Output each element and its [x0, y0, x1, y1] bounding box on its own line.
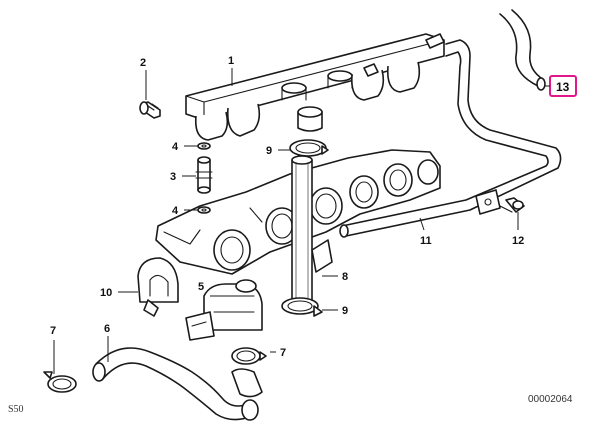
callout-5: 5: [198, 281, 204, 293]
callout-9-bottom: 9: [342, 305, 348, 317]
callout-13: 13: [556, 80, 570, 94]
connector-part-3[interactable]: [195, 156, 213, 194]
screw-part-12[interactable]: [499, 197, 525, 213]
bracket-part-10[interactable]: [137, 257, 179, 317]
callout-9-top: 9: [266, 145, 272, 157]
callout-4-bottom: 4: [172, 205, 179, 217]
model-code: S50: [8, 404, 24, 415]
hose-part-13[interactable]: [499, 9, 546, 91]
callout-1: 1: [228, 55, 234, 67]
callout-8: 8: [342, 271, 348, 283]
diagram-number: 00002064: [528, 394, 573, 405]
fuel-rail[interactable]: [185, 33, 445, 141]
screw-part-2[interactable]: [139, 101, 161, 119]
seal-part-4-top[interactable]: [197, 142, 211, 150]
callout-4-top: 4: [172, 141, 179, 153]
leader-lines: [53, 68, 519, 374]
clamp-part-9-bottom[interactable]: [281, 297, 323, 317]
callout-10: 10: [100, 287, 112, 299]
callout-2: 2: [140, 57, 146, 69]
callout-7-right: 7: [280, 347, 286, 359]
callout-3: 3: [170, 171, 176, 183]
hose-part-6[interactable]: [92, 347, 263, 421]
seal-part-4-bottom[interactable]: [197, 206, 211, 214]
callout-6: 6: [104, 323, 110, 335]
clamp-part-9-top[interactable]: [289, 139, 329, 157]
callout-7-left: 7: [50, 325, 56, 337]
clamp-part-7-left[interactable]: [43, 371, 77, 393]
vent-line-part-11[interactable]: [339, 39, 562, 238]
clamp-part-7-right[interactable]: [231, 347, 267, 365]
callout-12: 12: [512, 235, 524, 247]
callout-11: 11: [420, 235, 432, 247]
callout-13-highlight[interactable]: 13: [549, 75, 577, 97]
